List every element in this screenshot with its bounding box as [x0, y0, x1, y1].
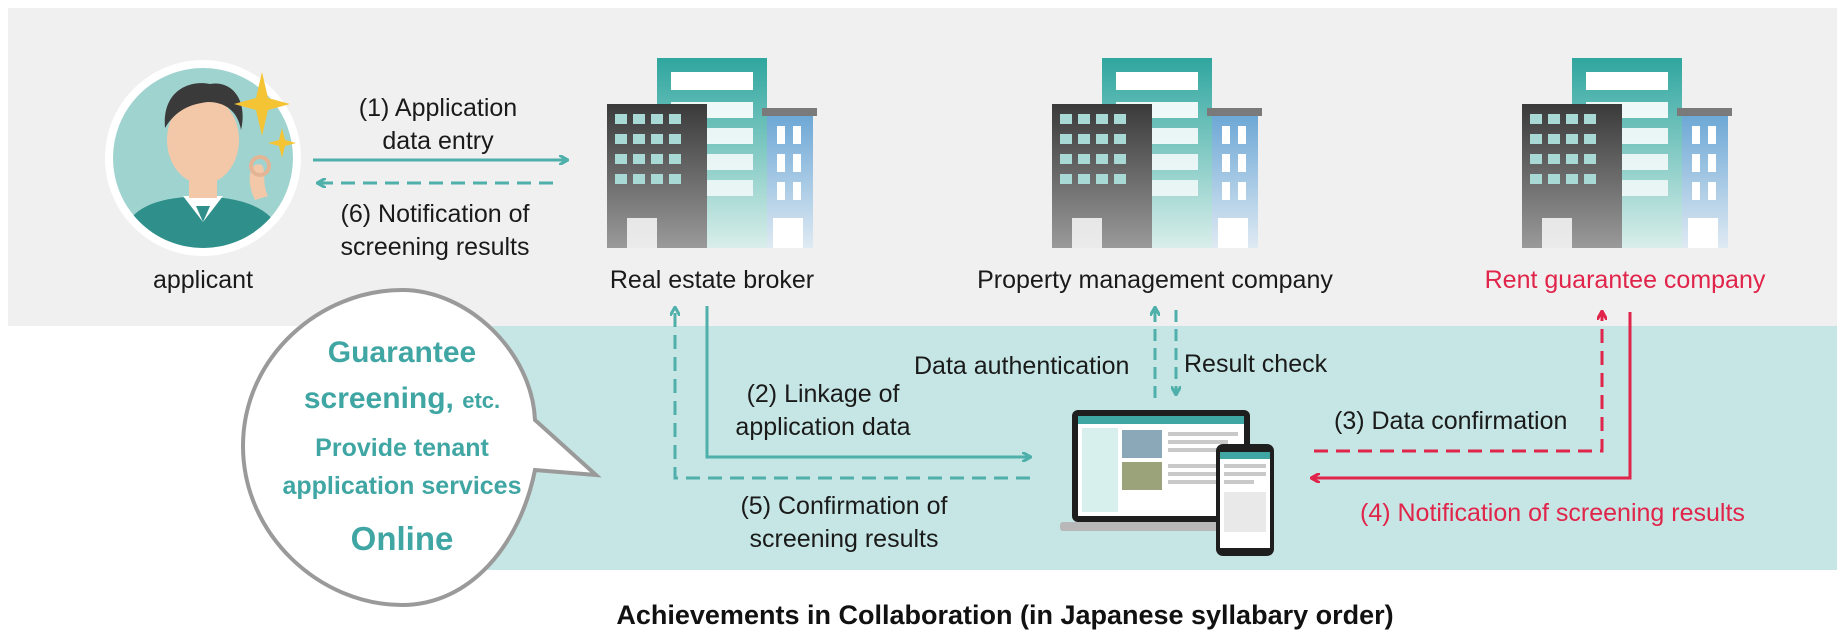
speech-bubble [240, 287, 602, 608]
flow-1-line2: data entry [382, 127, 494, 155]
arrow-confirmation [675, 308, 1030, 480]
rent-guarantee-label: Rent guarantee company [1484, 266, 1766, 294]
result-check-label: Result check [1184, 350, 1328, 378]
flow-2-label: (2) Linkage of application data [708, 378, 938, 444]
broker-label: Real estate broker [609, 266, 815, 294]
flow-2-line2: application data [735, 413, 911, 441]
flow-1-label: (1) Application data entry [318, 92, 558, 158]
flow-4-label: (4) Notification of screening results [1360, 499, 1745, 527]
property-mgmt-label: Property management company [977, 266, 1333, 294]
flow-6-line2: screening results [340, 233, 530, 261]
flow-1-line1: (1) Application [358, 94, 518, 122]
bubble-line5: Online [350, 520, 454, 557]
flow-2-line1: (2) Linkage of [746, 380, 900, 408]
bubble-line1: Guarantee [327, 336, 477, 369]
flow-5-line2: screening results [749, 525, 939, 553]
flow-5-line1: (5) Confirmation of [740, 492, 948, 520]
flow-3-label: (3) Data confirmation [1334, 407, 1568, 435]
bubble-line2-suffix: etc. [462, 388, 501, 413]
footer-caption: Achievements in Collaboration (in Japane… [616, 600, 1394, 630]
flow-5-label: (5) Confirmation of screening results [714, 490, 974, 556]
bubble-line2-main: screening, [303, 382, 454, 415]
arrow-notification-results [1312, 312, 1632, 478]
flow-6-label: (6) Notification of screening results [305, 198, 565, 264]
flow-6-line1: (6) Notification of [340, 200, 530, 228]
arrow-data-confirmation [1314, 312, 1602, 453]
bubble-line2: screening, etc. [262, 382, 542, 416]
data-auth-label: Data authentication [914, 352, 1130, 380]
arrow-linkage [705, 306, 1030, 457]
applicant-avatar-icon [105, 60, 301, 256]
applicant-label: applicant [152, 266, 254, 294]
laptop-phone-icon [1060, 410, 1274, 556]
bubble-line3: Provide tenant [315, 434, 489, 462]
bubble-line4: application services [282, 472, 522, 500]
